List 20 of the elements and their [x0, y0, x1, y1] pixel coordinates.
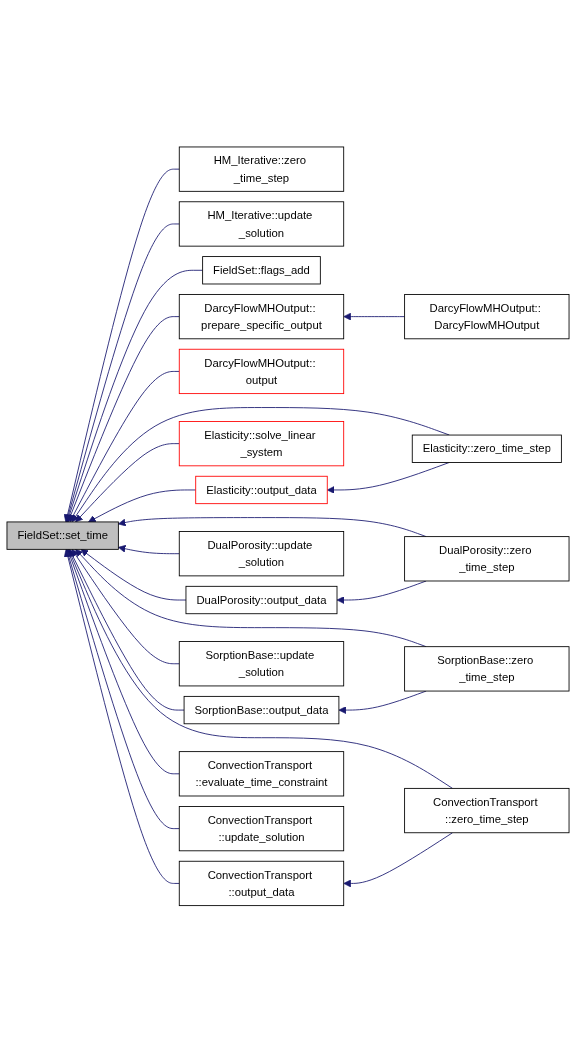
node-box: FieldSet::flags_add	[202, 255, 321, 285]
node-box: DarcyFlowMHOutput:: prepare_specific_output	[178, 293, 345, 339]
node-box: ConvectionTransport ::zero_time_step	[404, 787, 570, 833]
node-box: DualPorosity::update _solution	[178, 530, 345, 576]
node-box: DarcyFlowMHOutput:: output	[178, 348, 345, 394]
node-box: HM_Iterative::zero _time_step	[178, 146, 345, 192]
node-box: ConvectionTransport ::evaluate_time_constraint	[178, 750, 345, 797]
node-box: Elasticity::zero_time_step	[411, 434, 562, 463]
node-box: FieldSet::set_time	[6, 521, 119, 550]
node-box: DarcyFlowMHOutput:: DarcyFlowMHOutput	[404, 293, 570, 339]
node-box: SorptionBase::output_data	[183, 695, 340, 724]
node-box: ConvectionTransport ::output_data	[178, 860, 345, 906]
node-box: HM_Iterative::update _solution	[178, 201, 345, 247]
node-box: DualPorosity::output_data	[185, 585, 338, 614]
node-box: ConvectionTransport ::update_solution	[178, 805, 345, 851]
node-box: DualPorosity::zero _time_step	[404, 535, 570, 582]
node-box: Elasticity::output_data	[195, 475, 328, 504]
node-box: SorptionBase::update _solution	[178, 640, 345, 687]
node-box: SorptionBase::zero _time_step	[404, 645, 570, 692]
node-box: Elasticity::solve_linear _system	[178, 420, 345, 466]
